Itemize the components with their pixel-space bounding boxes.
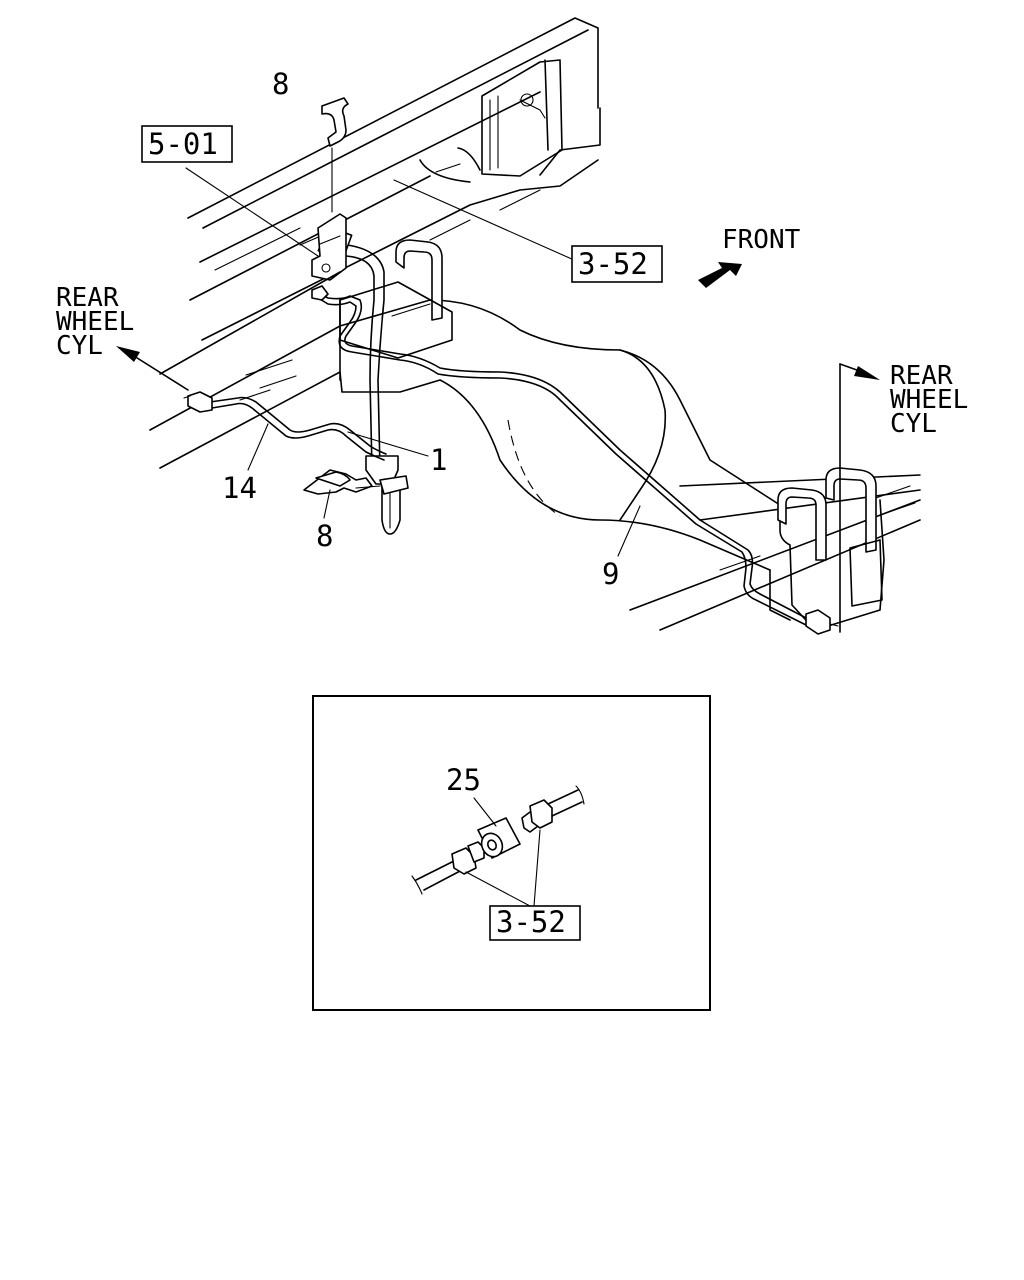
clip-bottom bbox=[303, 469, 381, 495]
ref-5-01-text: 5-01 bbox=[148, 127, 218, 161]
front-arrow bbox=[698, 262, 742, 288]
inset-detail: 25 3-52 bbox=[312, 695, 711, 1011]
callout-1: 1 bbox=[430, 443, 447, 477]
pipe-14 bbox=[183, 391, 387, 461]
ref-3-52-text: 3-52 bbox=[578, 247, 648, 281]
rear-wheel-cyl-left-label: REAR WHEEL CYL bbox=[56, 283, 134, 361]
callout-25: 25 bbox=[446, 763, 481, 797]
inset-ref-3-52-text: 3-52 bbox=[496, 905, 566, 939]
hose-bracket bbox=[311, 213, 347, 281]
front-label: FRONT bbox=[722, 225, 801, 255]
rear-left-line-2: WHEEL bbox=[56, 307, 134, 337]
rear-left-line-3: CYL bbox=[56, 331, 103, 361]
rear-right-line-3: CYL bbox=[890, 409, 937, 439]
rear-right-line-1: REAR bbox=[890, 361, 953, 391]
clip-top bbox=[321, 97, 349, 213]
callout-8-bottom: 8 bbox=[316, 519, 333, 553]
pipe-9 bbox=[311, 285, 839, 635]
axle-housing bbox=[149, 299, 921, 631]
rear-right-line-2: WHEEL bbox=[890, 385, 968, 415]
ref-box-3-52: 3-52 bbox=[571, 245, 663, 283]
frame-rail bbox=[187, 17, 601, 341]
rear-left-line-1: REAR bbox=[56, 283, 119, 313]
rear-wheel-cyl-right-label: REAR WHEEL CYL bbox=[890, 361, 968, 439]
rear-right-arrow bbox=[839, 363, 880, 633]
callout-8-top: 8 bbox=[272, 67, 289, 101]
ref-box-5-01: 5-01 bbox=[141, 125, 233, 163]
callout-9: 9 bbox=[602, 557, 619, 591]
rear-left-arrow bbox=[116, 271, 341, 391]
leader-lines bbox=[185, 167, 641, 557]
callout-14: 14 bbox=[222, 471, 257, 505]
